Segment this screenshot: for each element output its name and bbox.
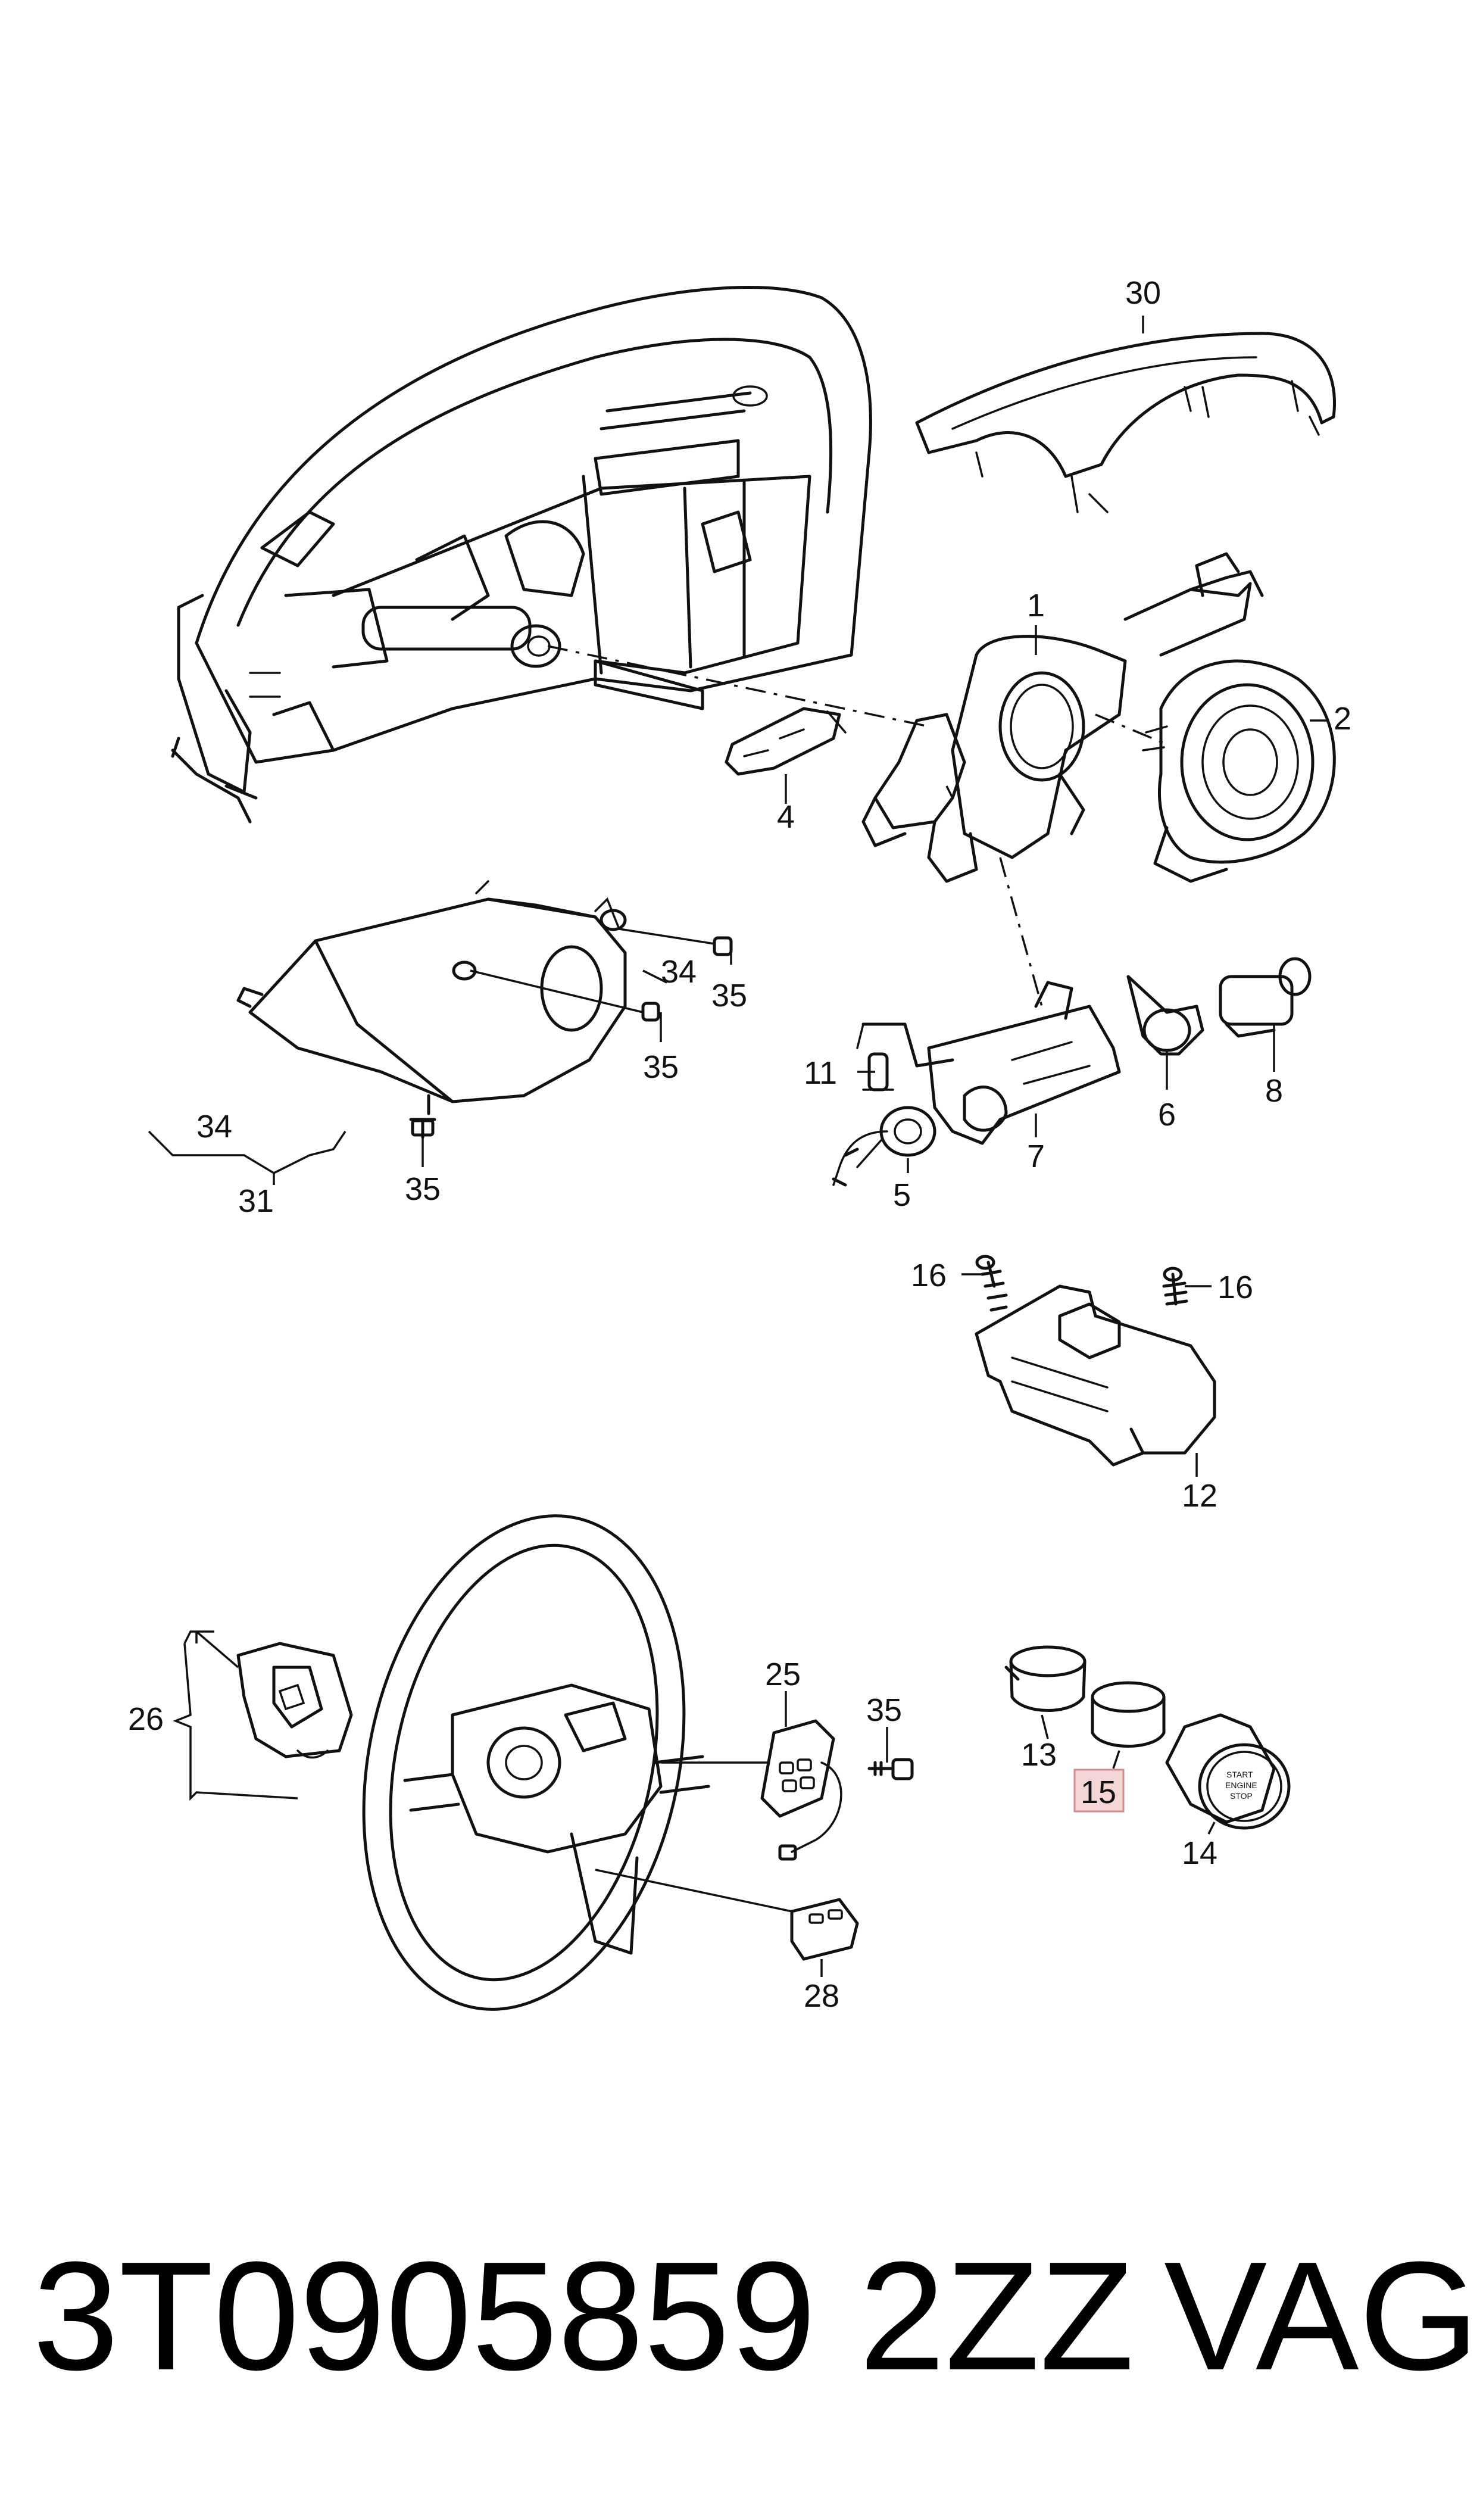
start-button-assembly-drawing: START ENGINE STOP bbox=[1004, 1645, 1291, 1830]
bracket-drawing bbox=[725, 707, 847, 776]
highlight-box bbox=[1073, 1769, 1125, 1813]
multifunction-switch-drawing bbox=[760, 1719, 842, 1861]
assembly-axis-lines bbox=[547, 645, 1167, 1007]
stop-label: STOP bbox=[1230, 1791, 1253, 1801]
dashboard-carrier-drawing bbox=[171, 286, 872, 824]
callout-6: 6 bbox=[1158, 1097, 1176, 1133]
callout-13: 13 bbox=[1021, 1737, 1057, 1773]
callout-16-a: 16 bbox=[911, 1258, 947, 1293]
callout-35-c: 35 bbox=[405, 1171, 441, 1207]
callout-4: 4 bbox=[777, 799, 795, 835]
screw-lower-drawing bbox=[867, 1758, 914, 1780]
callout-35-d: 35 bbox=[866, 1692, 902, 1728]
callout-12: 12 bbox=[1182, 1478, 1217, 1514]
callout-25: 25 bbox=[765, 1657, 801, 1692]
callout-35-b: 35 bbox=[643, 1049, 679, 1085]
lock-housing-drawing bbox=[832, 957, 1312, 1187]
engine-label: ENGINE bbox=[1225, 1780, 1257, 1790]
callout-14: 14 bbox=[1182, 1835, 1217, 1871]
callout-8: 8 bbox=[1265, 1073, 1283, 1109]
ignition-module-drawing bbox=[975, 1255, 1216, 1467]
clock-spring-drawing bbox=[1142, 659, 1336, 883]
callout-7: 7 bbox=[1027, 1139, 1045, 1174]
brand-name: VAG bbox=[1164, 2230, 1479, 2403]
callout-5: 5 bbox=[893, 1177, 911, 1213]
callout-15: 15 bbox=[1081, 1774, 1116, 1810]
callout-31: 31 bbox=[238, 1183, 274, 1219]
callout-28: 28 bbox=[804, 1978, 839, 2014]
side-cover-drawing bbox=[236, 1642, 353, 1759]
callout-1: 1 bbox=[1027, 588, 1045, 623]
callout-34-b: 34 bbox=[196, 1109, 232, 1144]
leader-lines bbox=[148, 316, 1328, 1977]
combination-switch-drawing bbox=[861, 552, 1264, 883]
small-switch-drawing bbox=[790, 1898, 859, 1961]
callout-16-b: 16 bbox=[1217, 1270, 1253, 1305]
callout-11: 11 bbox=[804, 1055, 837, 1091]
callout-2: 2 bbox=[1334, 701, 1351, 737]
callout-34-a: 34 bbox=[661, 954, 697, 990]
callout-26: 26 bbox=[128, 1701, 164, 1737]
steering-wheel-drawing bbox=[362, 1514, 792, 2011]
callout-30: 30 bbox=[1125, 275, 1161, 311]
part-number: 3T0905859 2ZZ bbox=[33, 2230, 1135, 2403]
screw-drawing bbox=[409, 928, 733, 1139]
callout-35-a: 35 bbox=[711, 978, 747, 1013]
trim-cover-drawing bbox=[915, 332, 1336, 513]
lower-trim-drawing bbox=[236, 880, 627, 1115]
start-label: START bbox=[1226, 1770, 1253, 1779]
callout-labels: 30 1 2 4 34 35 35 34 31 35 11 5 7 6 8 16… bbox=[128, 275, 1351, 2014]
